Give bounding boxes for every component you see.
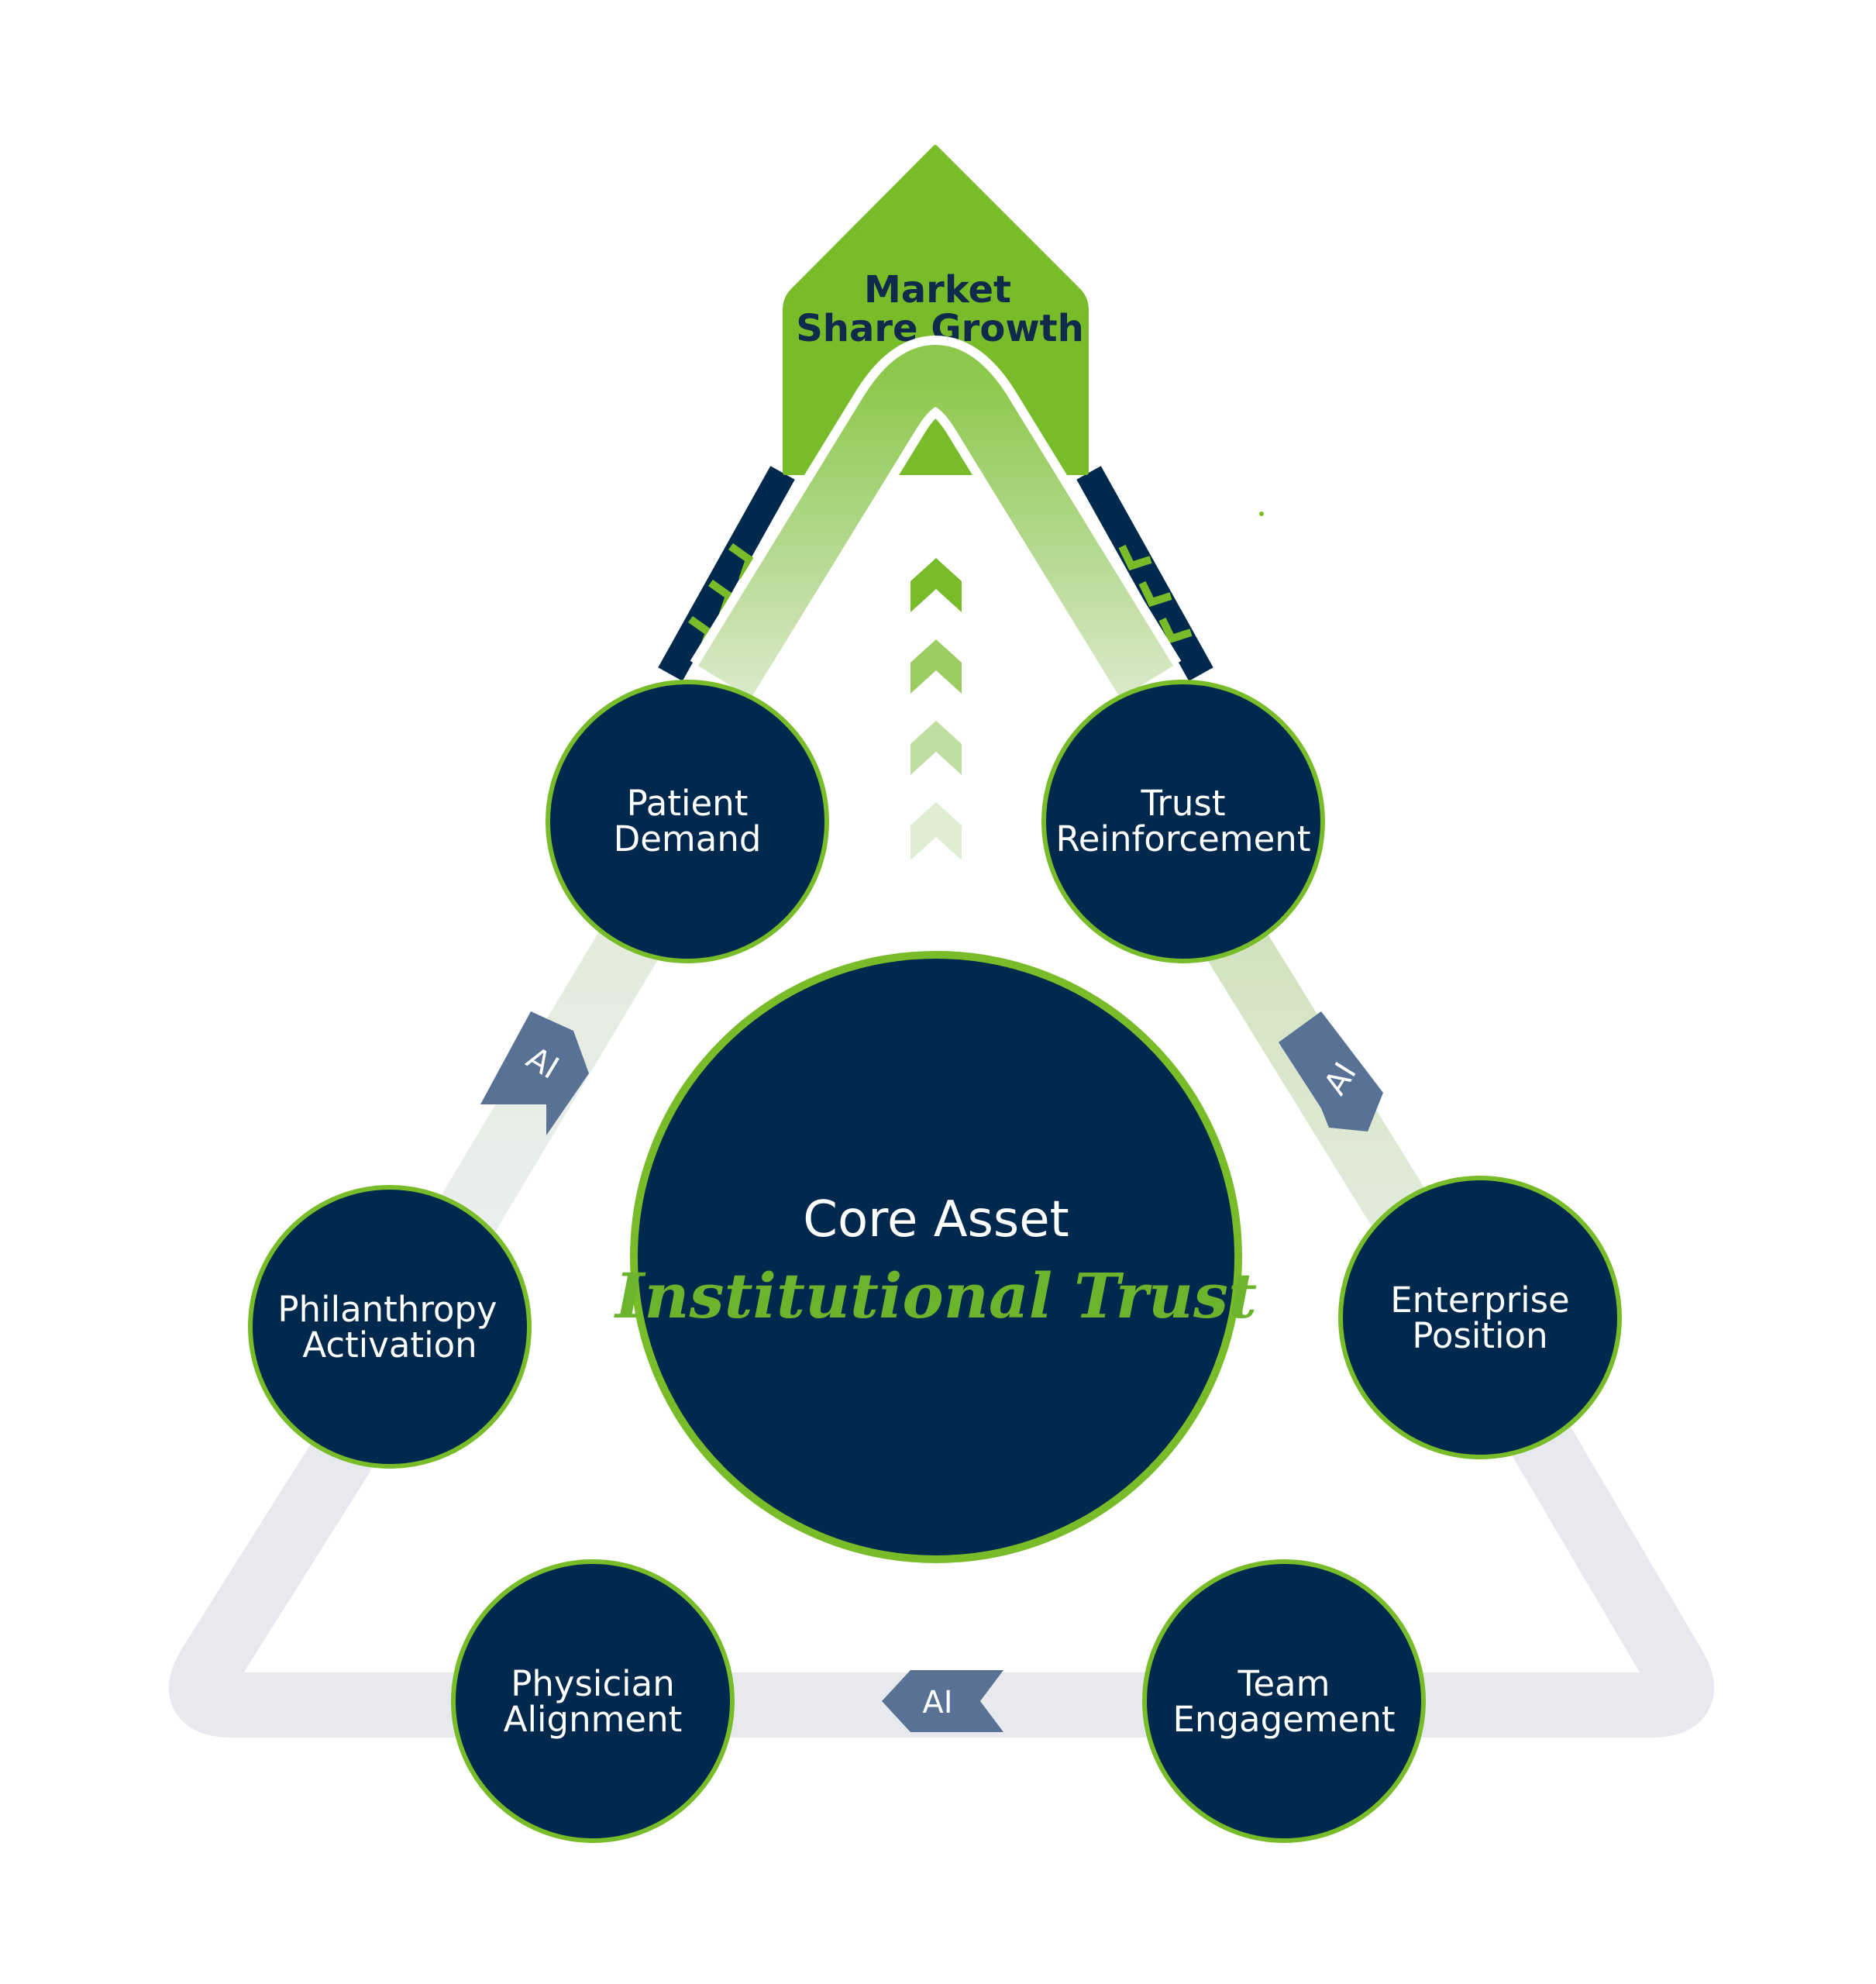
node-team-engagement-circle [1142, 1559, 1426, 1843]
node-philanthropy-activation: Philanthropy Activation [248, 1185, 532, 1469]
ai-tag-right-shape [1279, 1011, 1383, 1132]
right-chevron-1 [1118, 544, 1152, 571]
core-asset-circle: Core Asset Institutional Trust [614, 951, 1257, 1563]
node-physician-alignment-line2: Alignment [504, 1699, 683, 1740]
node-trust-reinforcement: Trust Reinforcement [1041, 680, 1325, 963]
right-chevron-3 [1158, 617, 1193, 644]
upward-chevrons [910, 558, 962, 860]
ai-tag-bottom-shape [882, 1670, 1003, 1732]
up-chevron-3 [910, 721, 962, 775]
node-philanthropy-activation-circle [248, 1185, 532, 1469]
node-philanthropy-activation-line1: Philanthropy [277, 1289, 497, 1330]
right-chevron-2 [1138, 580, 1172, 608]
market-share-growth-arrow: Market Share Growth [783, 145, 1089, 475]
node-team-engagement-line1: Team [1237, 1663, 1330, 1704]
node-patient-demand-line1: Patient [627, 783, 749, 824]
inner-arch [690, 336, 1182, 704]
node-trust-reinforcement-line1: Trust [1141, 783, 1226, 824]
node-patient-demand: Patient Demand [546, 680, 829, 963]
node-patient-demand-circle [546, 680, 829, 963]
core-title: Core Asset [803, 1191, 1069, 1249]
node-physician-alignment-line1: Physician [511, 1663, 675, 1704]
node-trust-reinforcement-circle [1041, 680, 1325, 963]
up-chevron-1 [910, 558, 962, 612]
ai-tag-bottom-label: AI [922, 1685, 952, 1720]
arch-left-navy [658, 466, 795, 681]
core-subtitle: Institutional Trust [614, 1259, 1257, 1332]
node-enterprise-position-line1: Enterprise [1390, 1280, 1569, 1321]
up-chevron-4 [910, 802, 962, 860]
inner-arch-band [697, 345, 1174, 698]
node-physician-alignment-circle [451, 1559, 735, 1843]
decorative-dot [1259, 512, 1264, 516]
node-enterprise-position-circle [1338, 1176, 1622, 1459]
ai-tag-left-shape [480, 1011, 589, 1135]
outer-arch [658, 466, 1213, 681]
node-patient-demand-line2: Demand [614, 818, 762, 859]
ai-tag-left: AI [480, 1011, 589, 1135]
ai-tag-bottom: AI [882, 1670, 1003, 1732]
up-chevron-2 [910, 639, 962, 694]
core-circle-shape [630, 951, 1242, 1563]
node-philanthropy-activation-line2: Activation [302, 1324, 477, 1366]
arch-right-navy [1076, 466, 1213, 681]
arch-right-chevrons [1118, 544, 1193, 644]
node-team-engagement: Team Engagement [1142, 1559, 1426, 1843]
node-physician-alignment: Physician Alignment [451, 1559, 735, 1843]
node-enterprise-position-line2: Position [1412, 1315, 1547, 1356]
node-trust-reinforcement-line2: Reinforcement [1056, 818, 1311, 859]
growth-label-line1: Market [864, 268, 1011, 312]
node-team-engagement-line2: Engagement [1172, 1699, 1395, 1740]
ai-tag-right: AI [1279, 1011, 1383, 1132]
node-enterprise-position: Enterprise Position [1338, 1176, 1622, 1459]
